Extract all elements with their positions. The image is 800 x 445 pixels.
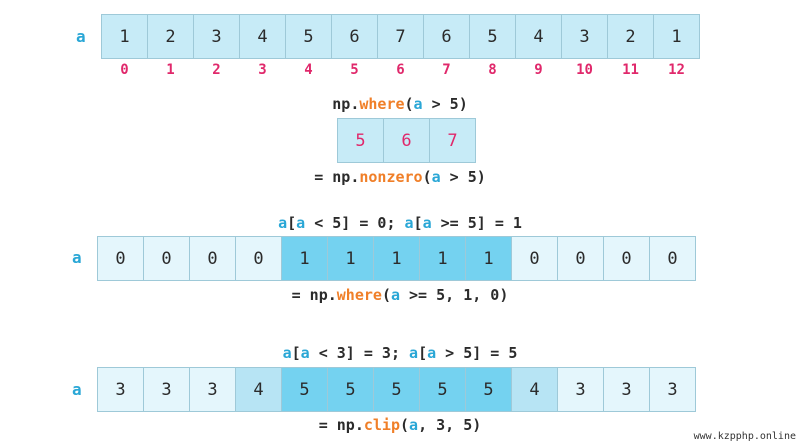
top-array-cell: 6 [423,14,470,59]
binary-array-cell: 0 [649,236,696,281]
binary-array-cell: 0 [97,236,144,281]
top-array-cell: 2 [607,14,654,59]
index-label: 6 [396,62,405,78]
index-label: 2 [212,62,221,78]
binary-array-cell: 1 [373,236,420,281]
watermark-text: www.kzpphp.online [693,431,796,442]
assign-expression: a[a < 5] = 0; a[a >= 5] = 1 [278,214,522,232]
clip-array-cell: 3 [557,367,604,412]
binary-array-cell: 0 [143,236,190,281]
binary-array-cell: 0 [235,236,282,281]
top-array-cell: 4 [515,14,562,59]
top-array-cell: 1 [101,14,148,59]
index-label: 12 [668,62,685,78]
index-label: 8 [488,62,497,78]
where-expression: np.where(a > 5) [332,95,468,113]
clip-array-cell: 5 [465,367,512,412]
clip-array-cell: 5 [419,367,466,412]
index-label: 9 [534,62,543,78]
where-result-cell: 7 [429,118,476,163]
binary-array-cell: 0 [603,236,650,281]
clip-array-cell: 4 [511,367,558,412]
binary-array-cell: 1 [465,236,512,281]
binary-array-cell: 1 [281,236,328,281]
binary-array-cell: 0 [557,236,604,281]
index-label: 10 [576,62,593,78]
clip-assign-expression: a[a < 3] = 3; a[a > 5] = 5 [282,344,518,362]
index-label: 3 [258,62,267,78]
clip-array-cell: 5 [327,367,374,412]
index-label: 0 [120,62,129,78]
index-label: 7 [442,62,451,78]
clip-array-cell: 3 [603,367,650,412]
top-array-cell: 5 [285,14,332,59]
top-array-cell: 1 [653,14,700,59]
top-array-cell: 4 [239,14,286,59]
clip-array-cell: 5 [373,367,420,412]
var-label-a-binary: a [72,248,82,267]
top-array-cell: 2 [147,14,194,59]
clip-array-cell: 5 [281,367,328,412]
clip-array-cell: 3 [97,367,144,412]
top-array-cell: 3 [561,14,608,59]
var-label-a-clip: a [72,380,82,399]
binary-array-cell: 1 [327,236,374,281]
var-label-a-top: a [76,27,86,46]
clip-array-cell: 3 [143,367,190,412]
where3-expression: = np.where(a >= 5, 1, 0) [291,286,509,304]
clip-array-cell: 3 [189,367,236,412]
top-array-cell: 3 [193,14,240,59]
nonzero-expression: = np.nonzero(a > 5) [314,168,486,186]
top-array-cell: 7 [377,14,424,59]
binary-array-cell: 1 [419,236,466,281]
index-label: 1 [166,62,175,78]
where-result-cell: 5 [337,118,384,163]
clip-array-cell: 4 [235,367,282,412]
clip-array-cell: 3 [649,367,696,412]
index-label: 11 [622,62,639,78]
top-array-cell: 5 [469,14,516,59]
binary-array-cell: 0 [189,236,236,281]
top-array-cell: 6 [331,14,378,59]
clip-expression: = np.clip(a, 3, 5) [318,416,482,434]
where-result-cell: 6 [383,118,430,163]
index-label: 5 [350,62,359,78]
binary-array-cell: 0 [511,236,558,281]
index-label: 4 [304,62,313,78]
